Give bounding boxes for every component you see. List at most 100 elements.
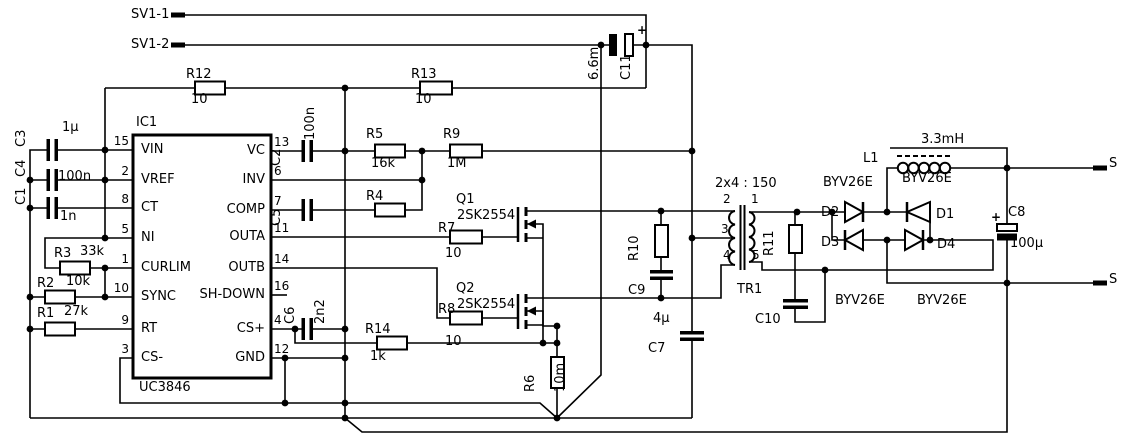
r1-body[interactable] bbox=[44, 321, 76, 337]
c4-cap[interactable] bbox=[46, 169, 59, 191]
r6-ref: R6 bbox=[523, 374, 538, 392]
pin-num-6: 6 bbox=[274, 164, 282, 178]
r1-ref: R1 bbox=[37, 306, 55, 321]
c9-cap[interactable] bbox=[650, 270, 673, 280]
c8-ref: C8 bbox=[1008, 205, 1026, 220]
tr1-symbol[interactable] bbox=[728, 205, 756, 270]
out-bottom-terminal[interactable] bbox=[1093, 280, 1107, 286]
c10-cap[interactable] bbox=[783, 299, 808, 309]
r12-body[interactable] bbox=[194, 80, 226, 96]
c10-ref: C10 bbox=[755, 312, 781, 327]
r4-body[interactable] bbox=[374, 202, 406, 218]
out-top-terminal[interactable] bbox=[1093, 165, 1107, 171]
l1-symbol[interactable] bbox=[896, 155, 952, 175]
tr1-pin3: 3 bbox=[721, 222, 729, 236]
diode-symbols bbox=[842, 200, 931, 252]
r5-body[interactable] bbox=[374, 143, 406, 159]
r2-body[interactable] bbox=[44, 289, 76, 305]
pin-name-cs-minus: CS- bbox=[141, 350, 164, 365]
c4-val: 100n bbox=[58, 169, 92, 184]
c3-val: 1µ bbox=[62, 120, 79, 135]
r7-val: 10 bbox=[445, 246, 462, 261]
r8-val: 10 bbox=[445, 334, 462, 349]
terminal-stubs bbox=[171, 12, 1107, 286]
r6-val: 10m bbox=[553, 362, 568, 392]
q1-mosf[interactable] bbox=[516, 207, 536, 242]
c7-cap[interactable] bbox=[680, 331, 704, 341]
pin-name-comp: COMP bbox=[226, 202, 265, 217]
c1-cap[interactable] bbox=[46, 197, 59, 219]
pin-name-ct: CT bbox=[141, 200, 159, 215]
r1-val: 27k bbox=[64, 304, 89, 319]
c9-ref: C9 bbox=[628, 283, 646, 298]
r11-body[interactable] bbox=[788, 224, 803, 254]
sv1-1-terminal[interactable] bbox=[171, 12, 185, 18]
q2-mosf[interactable] bbox=[516, 294, 536, 329]
c3-cap[interactable] bbox=[46, 139, 59, 161]
c7-val: 4µ bbox=[653, 311, 670, 326]
pin-num-2: 2 bbox=[121, 164, 129, 178]
r14-body[interactable] bbox=[376, 335, 408, 351]
pin-name-vref: VREF bbox=[141, 172, 175, 187]
q1-part: 2SK2554 bbox=[457, 208, 516, 223]
c6-cap[interactable] bbox=[301, 318, 314, 340]
d4-ref: D4 bbox=[937, 237, 956, 252]
c6-val: 2n2 bbox=[313, 299, 328, 324]
c2-cap[interactable] bbox=[301, 140, 314, 162]
c11-cap[interactable] bbox=[609, 33, 634, 57]
tr1-ratio: 2x4 : 150 bbox=[715, 176, 777, 191]
pin-name-shdown: SH-DOWN bbox=[199, 287, 265, 302]
r7-ref: R7 bbox=[438, 221, 456, 236]
r6-body[interactable] bbox=[550, 356, 565, 389]
c1-val: 1n bbox=[60, 209, 77, 224]
pin-name-rt: RT bbox=[141, 321, 158, 336]
d2-diode[interactable] bbox=[844, 200, 866, 224]
r5-ref: R5 bbox=[366, 127, 384, 142]
d3-diode[interactable] bbox=[842, 228, 864, 252]
connector-out-top-label: S bbox=[1109, 156, 1118, 171]
q1-arrow-icon bbox=[527, 219, 536, 229]
r9-val: 1M bbox=[447, 156, 467, 171]
r8-ref: R8 bbox=[438, 302, 456, 317]
r13-body[interactable] bbox=[419, 80, 453, 96]
c5-cap[interactable] bbox=[301, 199, 314, 221]
r11-ref: R11 bbox=[762, 230, 777, 256]
c1-ref: C1 bbox=[14, 187, 29, 205]
tr1-ref: TR1 bbox=[737, 282, 763, 297]
r9-body[interactable] bbox=[449, 143, 483, 159]
tr1-pin2: 2 bbox=[723, 192, 731, 206]
pin-num-13: 13 bbox=[274, 135, 290, 149]
r13-val: 10 bbox=[415, 92, 432, 107]
d1-diode[interactable] bbox=[904, 200, 931, 224]
connector-out-bottom-label: S bbox=[1109, 272, 1118, 287]
pin-num-5: 5 bbox=[121, 222, 129, 236]
r7-body[interactable] bbox=[449, 229, 483, 245]
tr1-pin5: 5 bbox=[752, 248, 760, 262]
pin-name-cs-plus: CS+ bbox=[236, 321, 265, 336]
r12-val: 10 bbox=[191, 92, 208, 107]
pin-name-vin: VIN bbox=[141, 142, 164, 157]
pin-num-10: 10 bbox=[113, 281, 129, 295]
d1-ref: D1 bbox=[936, 207, 955, 222]
l1-ref: L1 bbox=[863, 151, 879, 166]
r5-val: 16k bbox=[371, 156, 396, 171]
d3-ref: D3 bbox=[821, 235, 840, 250]
pin-name-sync: SYNC bbox=[141, 289, 176, 304]
r3-body[interactable] bbox=[59, 260, 91, 276]
d4-diode[interactable] bbox=[904, 228, 926, 252]
pin-num-1: 1 bbox=[121, 252, 129, 266]
c11-ref: C11 bbox=[619, 54, 634, 80]
connector-sv1-1-label: SV1-1 bbox=[131, 7, 170, 22]
r2-ref: R2 bbox=[37, 276, 55, 291]
r10-body[interactable] bbox=[654, 224, 669, 258]
pin-name-curlim: CURLIM bbox=[141, 260, 191, 275]
pin-num-12: 12 bbox=[274, 342, 290, 356]
ic1-symbol[interactable] bbox=[131, 133, 273, 380]
c8-val: 100µ bbox=[1010, 236, 1044, 251]
c8-cap[interactable] bbox=[996, 223, 1018, 241]
d4-part: BYV26E bbox=[917, 293, 967, 308]
sv1-2-terminal[interactable] bbox=[171, 42, 185, 48]
r8-body[interactable] bbox=[449, 310, 483, 326]
resistor-symbols bbox=[44, 80, 803, 389]
